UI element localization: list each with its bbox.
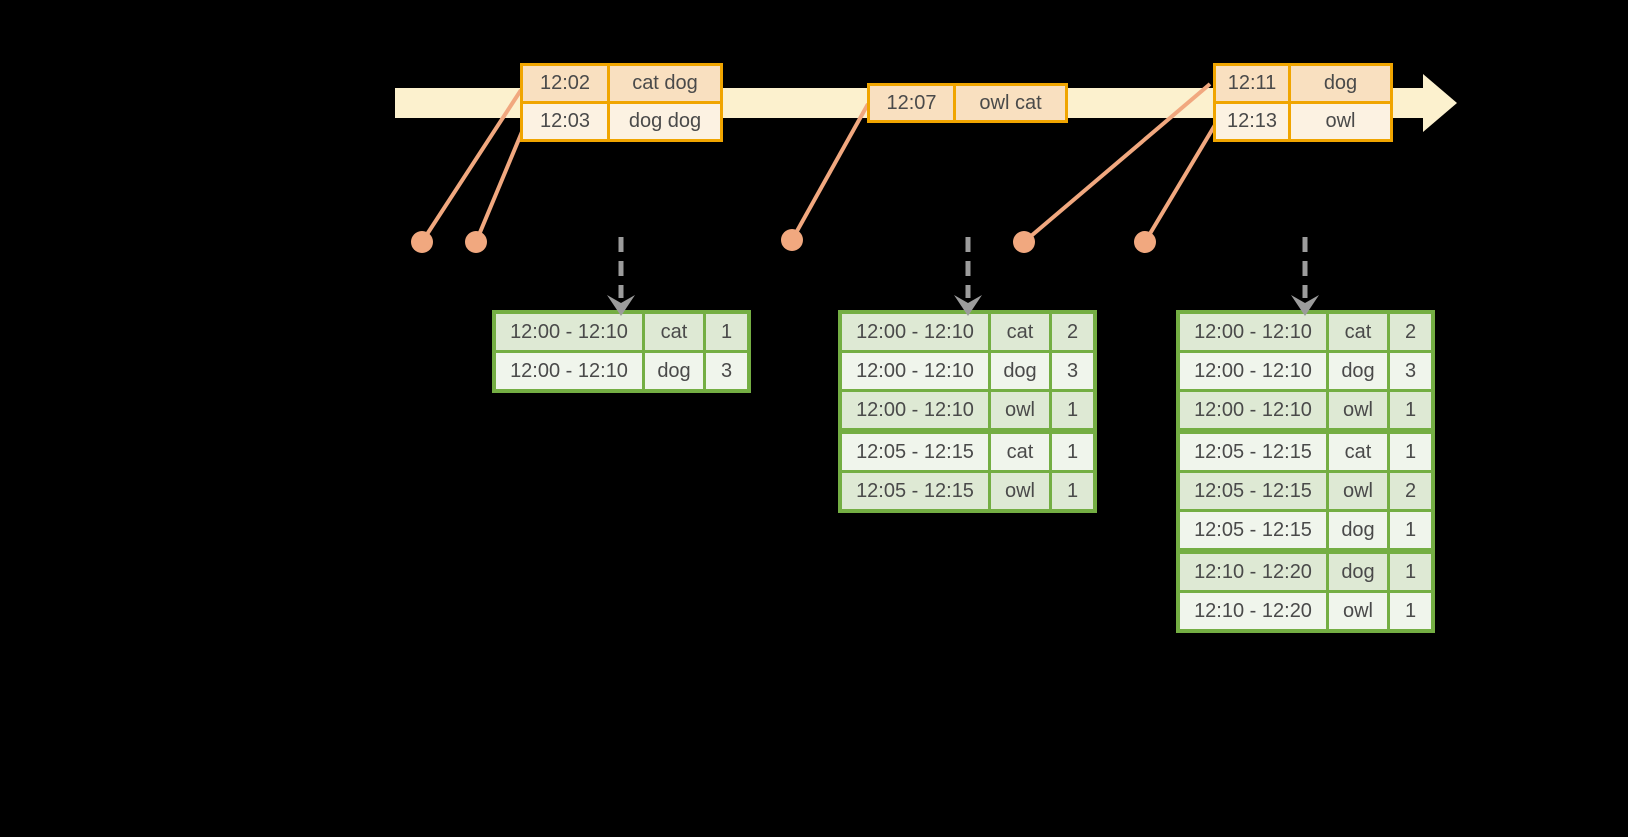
event-connector-2 [474,126,526,243]
event-dots [411,229,1156,253]
result-window-cell: 12:05 - 12:15 [1180,512,1326,548]
result-count-cell: 3 [1390,353,1431,389]
result-window-cell: 12:05 - 12:15 [842,473,988,509]
result-word-cell: dog [1329,353,1387,389]
result-window-cell: 12:00 - 12:10 [1180,314,1326,350]
result-window-cell: 12:00 - 12:10 [1180,392,1326,428]
timeline-arrowhead-icon [1423,74,1457,132]
result-count-cell: 1 [1390,554,1431,590]
result-word-cell: dog [1329,554,1387,590]
result-word-cell: owl [1329,473,1387,509]
result-count-cell: 1 [706,314,747,350]
result-word-cell: cat [645,314,703,350]
result-count-cell: 2 [1390,314,1431,350]
event-dot-3 [781,229,803,251]
result-window-cell: 12:00 - 12:10 [842,314,988,350]
result-word-cell: owl [991,473,1049,509]
event-time-cell: 12:03 [523,104,607,139]
result-word-cell: dog [1329,512,1387,548]
result-count-cell: 1 [1052,473,1093,509]
event-words-cell: owl [1291,104,1390,139]
event-dot-1 [411,231,433,253]
result-window-cell: 12:00 - 12:10 [496,314,642,350]
trigger-arrow-lines [618,237,1308,298]
result-count-cell: 3 [706,353,747,389]
result-count-cell: 1 [1052,434,1093,470]
event-dot-4 [1013,231,1035,253]
event-dot-5 [1134,231,1156,253]
result-window-cell: 12:10 - 12:20 [1180,554,1326,590]
event-words-cell: owl cat [956,86,1065,120]
result-window-cell: 12:00 - 12:10 [842,353,988,389]
result-window-cell: 12:05 - 12:15 [1180,434,1326,470]
result-word-cell: cat [991,314,1049,350]
event-dot-2 [465,231,487,253]
result-window-cell: 12:05 - 12:15 [842,434,988,470]
result-word-cell: owl [1329,392,1387,428]
result-count-cell: 3 [1052,353,1093,389]
result-count-cell: 2 [1390,473,1431,509]
result-word-cell: dog [991,353,1049,389]
event-time-cell: 12:11 [1216,66,1288,101]
result-window-cell: 12:00 - 12:10 [1180,353,1326,389]
result-word-cell: owl [991,392,1049,428]
result-word-cell: cat [1329,314,1387,350]
result-word-cell: dog [645,353,703,389]
event-connector-5 [1143,123,1217,244]
result-count-cell: 2 [1052,314,1093,350]
result-word-cell: owl [1329,593,1387,629]
event-words-cell: dog [1291,66,1390,101]
result-window-cell: 12:10 - 12:20 [1180,593,1326,629]
result-word-cell: cat [991,434,1049,470]
result-count-cell: 1 [1390,593,1431,629]
event-time-cell: 12:07 [870,86,953,120]
event-time-cell: 12:02 [523,66,607,101]
result-count-cell: 1 [1390,434,1431,470]
result-window-cell: 12:00 - 12:10 [496,353,642,389]
event-connector-3 [790,103,870,241]
result-window-cell: 12:05 - 12:15 [1180,473,1326,509]
result-count-cell: 1 [1390,392,1431,428]
result-count-cell: 1 [1390,512,1431,548]
result-window-cell: 12:00 - 12:10 [842,392,988,428]
event-time-cell: 12:13 [1216,104,1288,139]
event-words-cell: dog dog [610,104,720,139]
event-words-cell: cat dog [610,66,720,101]
result-count-cell: 1 [1052,392,1093,428]
result-word-cell: cat [1329,434,1387,470]
